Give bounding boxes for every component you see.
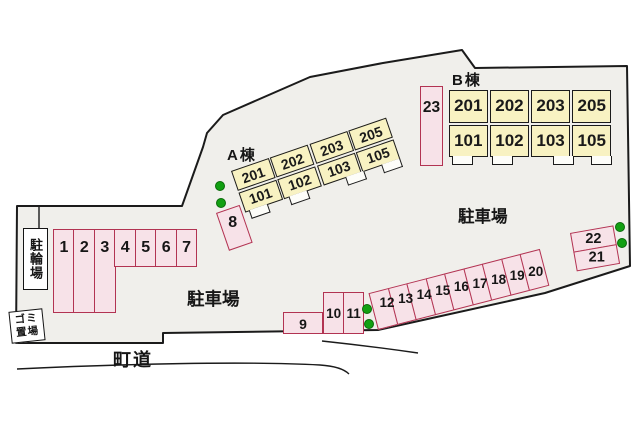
parking-space-3-label: 3 bbox=[100, 238, 110, 256]
parking-space-5-label: 5 bbox=[141, 238, 151, 256]
parking-space-6: 6 bbox=[155, 228, 178, 267]
unit-cell-102: 102 bbox=[490, 124, 529, 157]
parking-space-label-17: 17 bbox=[472, 275, 488, 291]
unit-cell-103: 103 bbox=[531, 124, 570, 157]
unit-cell-203: 203 bbox=[531, 90, 570, 123]
parking-space-label-12: 12 bbox=[379, 295, 395, 310]
bicycle-parking-box: 駐輪場 bbox=[23, 228, 48, 290]
unit-cell-205: 205 bbox=[572, 90, 611, 123]
parking-space-23: 23 bbox=[420, 86, 443, 166]
bicycle-parking-label: 駐輪場 bbox=[28, 238, 43, 280]
parking-space-7-label: 7 bbox=[182, 238, 192, 256]
parking-space-label-19: 19 bbox=[509, 267, 525, 283]
parking-space-10-label: 10 bbox=[326, 306, 342, 321]
parking-space-3: 3 bbox=[93, 228, 116, 313]
tree-marker-icon bbox=[362, 304, 372, 314]
parking-lot-label-left: 駐車場 bbox=[187, 289, 240, 309]
parking-space-1: 1 bbox=[53, 228, 75, 313]
parking-space-9: 9 bbox=[283, 312, 323, 334]
tree-marker-icon bbox=[216, 198, 226, 208]
building-a-label: A棟 bbox=[227, 147, 257, 164]
parking-space-5: 5 bbox=[134, 228, 157, 267]
parking-space-2: 2 bbox=[73, 228, 96, 313]
parking-space-6-label: 6 bbox=[161, 238, 171, 256]
parking-space-11: 11 bbox=[343, 292, 365, 334]
tree-marker-icon bbox=[364, 319, 374, 329]
parking-space-1-label: 1 bbox=[59, 238, 69, 256]
tree-marker-icon bbox=[215, 181, 225, 191]
parking-space-label-16: 16 bbox=[453, 279, 469, 295]
parking-lot-label-right: 駐車場 bbox=[458, 208, 508, 226]
entrance-tab bbox=[553, 156, 574, 165]
parking-space-label-13: 13 bbox=[398, 291, 414, 307]
parking-space-label-14: 14 bbox=[416, 287, 432, 303]
parking-space-9-label: 9 bbox=[299, 316, 307, 332]
parking-space-8-label: 8 bbox=[228, 214, 238, 232]
road-label: 町道 bbox=[113, 350, 153, 370]
unit-cell-202: 202 bbox=[490, 90, 529, 123]
building-b-label: B棟 bbox=[452, 72, 482, 89]
parking-space-label-20: 20 bbox=[528, 263, 544, 279]
parking-space-23-label: 23 bbox=[422, 99, 441, 116]
parking-space-label-18: 18 bbox=[491, 271, 507, 287]
unit-cell-101: 101 bbox=[449, 124, 488, 157]
garbage-area-label-line2: 置場 bbox=[15, 324, 40, 340]
garbage-area-box: ゴミ 置場 bbox=[8, 308, 46, 344]
road-top-edge bbox=[321, 340, 419, 354]
parking-space-label-21: 21 bbox=[588, 249, 605, 266]
road-bottom-edge bbox=[16, 362, 350, 375]
parking-space-4-label: 4 bbox=[120, 238, 130, 256]
parking-space-2-label: 2 bbox=[79, 238, 89, 256]
tree-marker-icon bbox=[615, 222, 625, 232]
tree-marker-icon bbox=[617, 238, 627, 248]
parking-space-7: 7 bbox=[175, 228, 198, 267]
entrance-tab bbox=[492, 156, 513, 165]
parking-space-4: 4 bbox=[114, 228, 137, 267]
parking-space-label-15: 15 bbox=[435, 283, 451, 299]
unit-cell-201: 201 bbox=[449, 90, 488, 123]
parking-space-11-label: 11 bbox=[346, 306, 361, 321]
parking-space-10: 10 bbox=[323, 292, 345, 334]
entrance-tab bbox=[452, 156, 473, 165]
entrance-tab bbox=[591, 156, 612, 165]
unit-cell-105: 105 bbox=[572, 124, 611, 157]
